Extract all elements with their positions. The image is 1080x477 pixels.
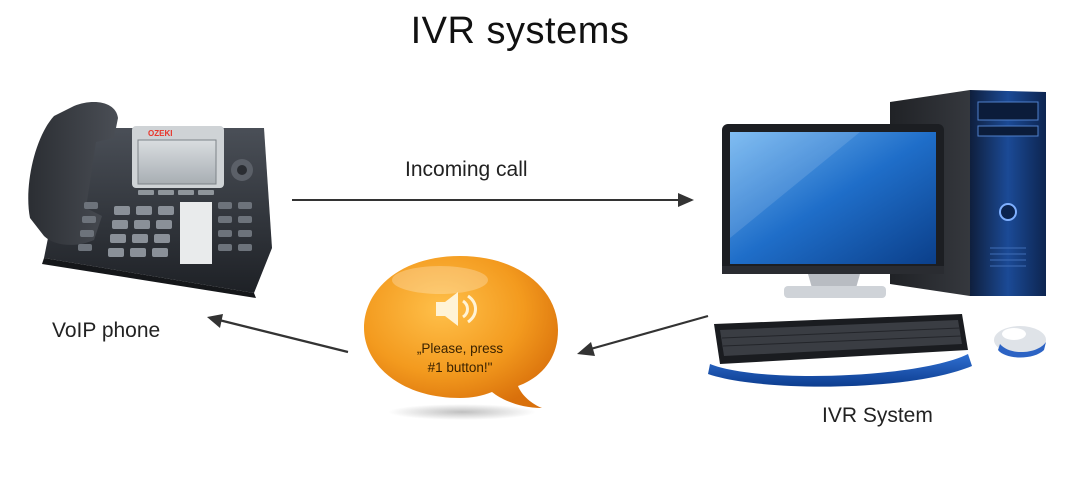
incoming-call-arrow xyxy=(292,193,694,207)
diagram-title: IVR systems xyxy=(410,10,630,52)
bubble-text-line1: „Please, press xyxy=(417,341,504,356)
desktop-computer-icon xyxy=(708,90,1046,387)
voip-phone-label: VoIP phone xyxy=(52,319,161,342)
desk-phone-icon: OZEKI xyxy=(28,102,272,298)
ivr-system-label: IVR System xyxy=(822,404,933,427)
phone-brand-logo: OZEKI xyxy=(148,129,172,138)
bubble-text-line2: #1 button!" xyxy=(428,360,493,375)
response-arrow-ivr-to-bubble xyxy=(577,314,709,356)
speech-bubble: „Please, press #1 button!" xyxy=(364,256,558,420)
incoming-call-label: Incoming call xyxy=(405,158,528,181)
response-arrow-bubble-to-phone xyxy=(207,314,349,354)
speaker-icon xyxy=(436,292,477,326)
